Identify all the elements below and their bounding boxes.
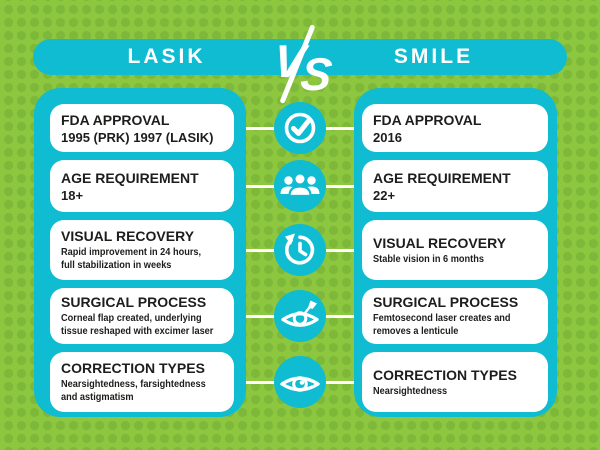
- card-title: CORRECTION TYPES: [61, 360, 205, 376]
- row-visual-recovery: VISUAL RECOVERY Rapid improvement in 24 …: [34, 220, 557, 280]
- smile-process-card: SURGICAL PROCESS Femtosecond laser creat…: [362, 288, 548, 344]
- card-title: FDA APPROVAL: [61, 111, 170, 128]
- card-description: Rapid improvement in 24 hours, full stab…: [61, 247, 202, 271]
- card-description: Nearsightedness: [373, 385, 448, 397]
- card-value: 1995 (PRK) 1997 (LASIK): [61, 129, 214, 145]
- smile-recovery-card: VISUAL RECOVERY Stable vision in 6 month…: [362, 220, 548, 280]
- card-title: CORRECTION TYPES: [373, 366, 517, 383]
- check-circle-icon: [274, 102, 326, 154]
- smile-header-title: SMILE: [393, 45, 474, 68]
- laser-eye-icon: [274, 290, 326, 342]
- lasik-fda-card: FDA APPROVAL 1995 (PRK) 1997 (LASIK): [50, 104, 234, 152]
- card-title: SURGICAL PROCESS: [61, 294, 207, 310]
- vs-letter-s: S: [298, 48, 335, 100]
- card-value: 18+: [61, 187, 84, 203]
- card-title: VISUAL RECOVERY: [61, 228, 195, 244]
- history-clock-icon: [274, 224, 326, 276]
- row-fda-approval: FDA APPROVAL 1995 (PRK) 1997 (LASIK) FDA…: [34, 102, 557, 154]
- smile-fda-card: FDA APPROVAL 2016: [362, 104, 548, 152]
- card-value: 2016: [373, 129, 402, 145]
- card-title: FDA APPROVAL: [373, 111, 482, 128]
- card-title: AGE REQUIREMENT: [373, 169, 511, 186]
- people-icon: [274, 160, 326, 212]
- lasik-correction-card: CORRECTION TYPES Nearsightedness, farsig…: [50, 352, 234, 412]
- comparison-rows: FDA APPROVAL 1995 (PRK) 1997 (LASIK) FDA…: [34, 88, 557, 417]
- eye-icon: [274, 356, 326, 408]
- card-description: Corneal flap created, underlying tissue …: [61, 313, 214, 337]
- smile-correction-card: CORRECTION TYPES Nearsightedness: [362, 352, 548, 412]
- lasik-age-card: AGE REQUIREMENT 18+: [50, 160, 234, 212]
- lasik-header-title: LASIK: [127, 45, 206, 68]
- card-value: 22+: [373, 187, 396, 203]
- card-description: Femtosecond laser creates and removes a …: [373, 313, 511, 337]
- row-correction-types: CORRECTION TYPES Nearsightedness, farsig…: [34, 352, 557, 412]
- card-title: SURGICAL PROCESS: [373, 294, 519, 310]
- lasik-process-card: SURGICAL PROCESS Corneal flap created, u…: [50, 288, 234, 344]
- lasik-recovery-card: VISUAL RECOVERY Rapid improvement in 24 …: [50, 220, 234, 280]
- vs-badge: V S: [268, 18, 335, 110]
- card-description: Nearsightedness, farsightedness and asti…: [61, 379, 206, 403]
- card-description: Stable vision in 6 months: [373, 253, 484, 265]
- row-surgical-process: SURGICAL PROCESS Corneal flap created, u…: [34, 288, 557, 344]
- row-age-requirement: AGE REQUIREMENT 18+: [34, 160, 557, 212]
- card-title: VISUAL RECOVERY: [373, 234, 507, 251]
- card-title: AGE REQUIREMENT: [61, 169, 199, 186]
- smile-age-card: AGE REQUIREMENT 22+: [362, 160, 548, 212]
